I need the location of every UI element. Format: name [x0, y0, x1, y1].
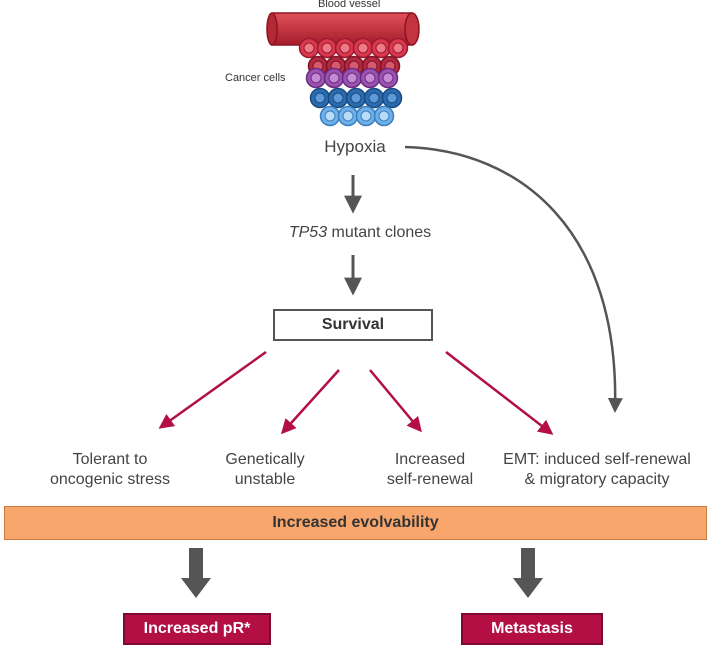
cell-nucleus [342, 110, 354, 122]
cell-nucleus [314, 92, 326, 104]
trait-tolerant-line2: oncogenic stress [49, 471, 171, 488]
cell-nucleus [357, 42, 369, 54]
trait-tolerant: Tolerant to oncogenic stress [30, 450, 190, 490]
tp53-suffix: mutant clones [327, 224, 432, 241]
outcome-metastasis: Metastasis [461, 613, 603, 645]
trait-emt-line1: EMT: induced self-renewal [503, 451, 691, 468]
trait-unstable-line1: Genetically [225, 451, 305, 468]
cell-nucleus [382, 72, 394, 84]
arrow-survival-to-tolerant [158, 350, 267, 429]
cell-nucleus [392, 42, 404, 54]
block-arrow-right [513, 548, 543, 598]
trait-unstable-line2: unstable [234, 471, 296, 488]
cell-nucleus [324, 110, 336, 122]
arrow-survival-to-selfrenewal [369, 369, 422, 433]
survival-box: Survival [273, 309, 433, 341]
block-arrow-left [181, 548, 211, 598]
blood-vessel-label: Blood vessel [318, 0, 381, 10]
trait-emt-line2: & migratory capacity [524, 471, 670, 488]
cell-nucleus [350, 92, 362, 104]
evolvability-bar: Increased evolvability [4, 506, 707, 540]
arrow-hypoxia-to-emt [404, 145, 623, 413]
cell-nucleus [303, 42, 315, 54]
cell-nucleus [375, 42, 387, 54]
cell-nucleus [339, 42, 351, 54]
cell-nucleus [386, 92, 398, 104]
trait-selfrenewal-line2: self-renewal [386, 471, 474, 488]
arrow-survival-to-unstable [280, 369, 340, 435]
cell-nucleus [332, 92, 344, 104]
hypoxia-label: Hypoxia [324, 137, 386, 156]
outcome-increased-pr: Increased pR* [123, 613, 271, 645]
cancer-cells-label: Cancer cells [225, 72, 286, 84]
cell-nucleus [346, 72, 358, 84]
cell-nucleus [368, 92, 380, 104]
cell-nucleus [360, 110, 372, 122]
trait-emt: EMT: induced self-renewal & migratory ca… [492, 450, 702, 490]
cell-nucleus [328, 72, 340, 84]
cell-nucleus [364, 72, 376, 84]
cell-nucleus [378, 110, 390, 122]
arrow-survival-to-emt [445, 351, 554, 435]
cancer-cells-illustration [298, 37, 409, 127]
cell-nucleus [310, 72, 322, 84]
trait-selfrenewal-line1: Increased [394, 451, 466, 468]
trait-unstable: Genetically unstable [205, 450, 325, 490]
tp53-label: TP53 mutant clones [250, 223, 470, 243]
trait-tolerant-line1: Tolerant to [72, 451, 148, 468]
trait-selfrenewal: Increased self-renewal [370, 450, 490, 490]
tp53-gene: TP53 [288, 224, 328, 241]
cell-nucleus [321, 42, 333, 54]
